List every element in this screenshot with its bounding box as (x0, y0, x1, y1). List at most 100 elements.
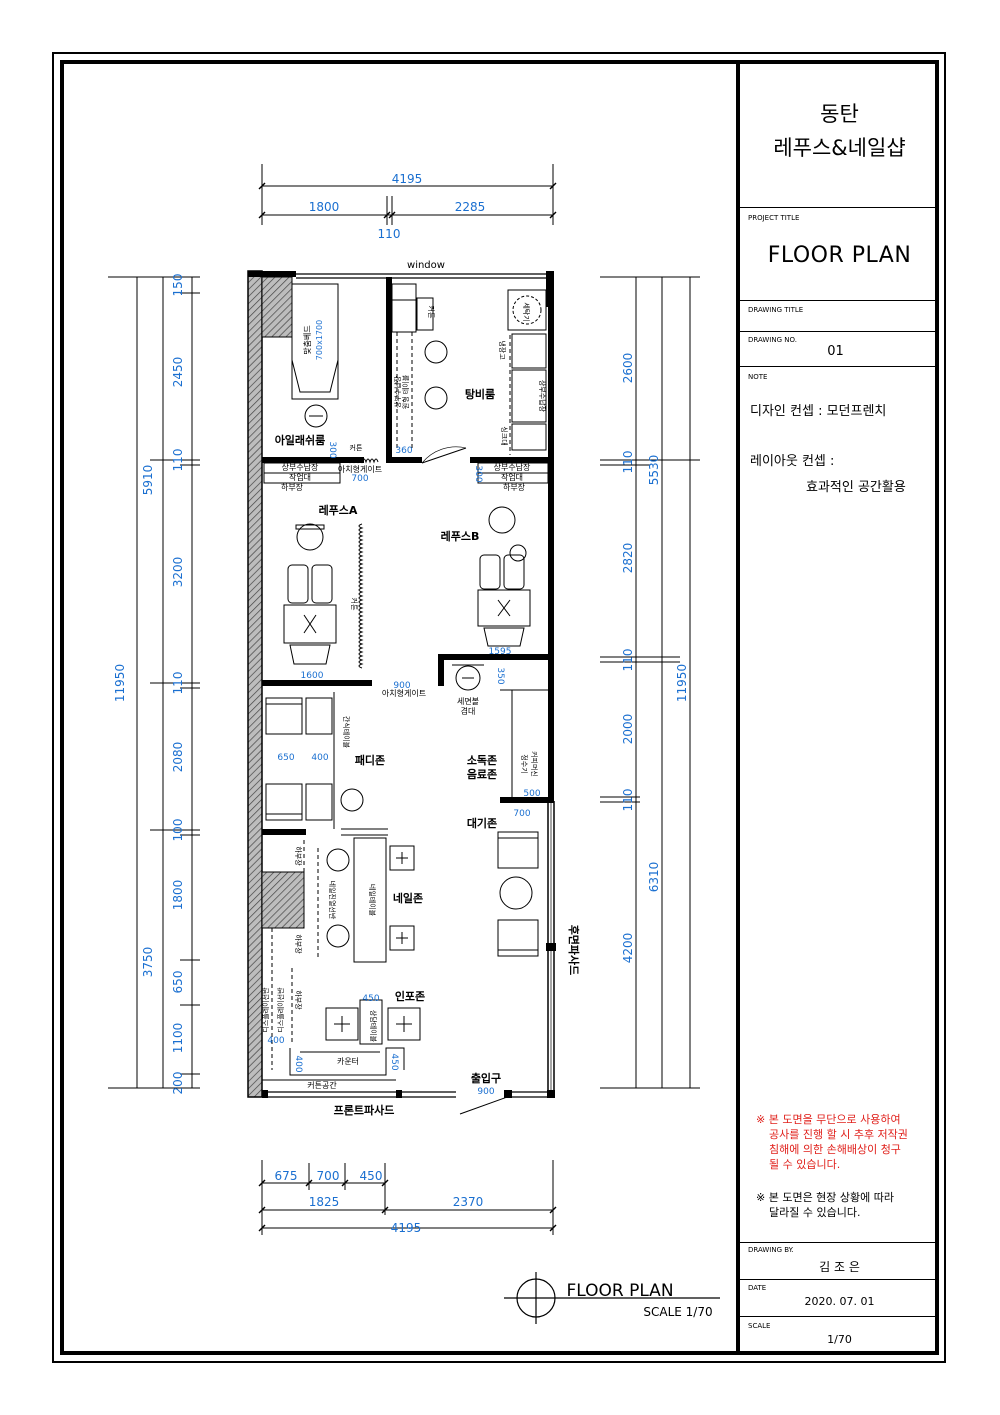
display-shelf-label: 디스플레이선반 (261, 987, 270, 1033)
note-cell: NOTE 디자인 컨셉 : 모던프렌치 레이아웃 컨셉 : 효과적인 공간활용 … (740, 366, 939, 1243)
dimension-ticks (258, 182, 557, 1232)
sink-label: 싱크대 (500, 426, 509, 445)
dim-inner: 450 (362, 994, 379, 1004)
date-cell: DATE 2020. 07. 01 (740, 1279, 939, 1317)
warning-line: ※ 본 도면을 무단으로 사용하여 (756, 1113, 901, 1126)
plan-caption (504, 1272, 720, 1324)
project-title: FLOOR PLAN (767, 243, 912, 268)
dim-inner: 1600 (301, 671, 324, 681)
basin-label: 세면볼 (457, 696, 479, 706)
dim-inner: 650 (277, 753, 294, 763)
nail-cabinet-label: 네일진열선반 (328, 881, 337, 920)
copyright-warning: ※ 본 도면을 무단으로 사용하여 공사를 진행 할 시 추후 저작권 침해에 … (756, 1112, 908, 1172)
dim-right-seg: 2820 (621, 543, 635, 574)
project-name-line2: 레푸스&네일샵 (773, 136, 906, 160)
upper-storage-label: 상부수납장 (393, 375, 402, 408)
dim-left-seg: 3200 (171, 557, 185, 588)
room-eyelash: 아일래쉬룸 (275, 433, 326, 447)
snack-table-label: 간식테이블 (342, 716, 351, 749)
dim-right-seg: 110 (621, 789, 635, 812)
dim-right-lower: 6310 (647, 862, 661, 893)
workbench-label: 작업대 (501, 472, 523, 482)
water-purifier-label: 정수기 (520, 754, 529, 773)
room-reps-b: 레푸스B (441, 529, 480, 543)
curtain-label: 커튼 (350, 598, 359, 611)
room-pedi: 패디존 (355, 753, 385, 767)
display-shelf-label: 디스플레이선반 (276, 987, 285, 1033)
dim-left-seg: 1100 (171, 1023, 185, 1054)
layout-concept-value: 효과적인 공간활용 (806, 480, 906, 495)
washer-label: 세탁기 (522, 302, 531, 321)
dim-bottom-right: 2370 (453, 1195, 484, 1209)
dim-right-upper: 5530 (647, 455, 661, 486)
dim-left-seg: 100 (171, 819, 185, 842)
mirror-label: 겸대 (461, 706, 476, 716)
dim-inner: 700 (351, 474, 368, 484)
front-facade-label: 프론트파사드 (334, 1103, 395, 1117)
project-name-line1: 동탄 (820, 102, 859, 126)
dim-inner: 900 (393, 681, 410, 691)
dim-left-total: 11950 (113, 664, 127, 702)
dim-inner: 700 (513, 809, 530, 819)
title-block: 동탄 레푸스&네일샵 PROJECT TITLE FLOOR PLAN DRAW… (736, 60, 939, 1355)
walls (247, 270, 556, 1115)
counter-label: 카운터 (337, 1057, 359, 1066)
dim-inner: 400 (267, 1036, 284, 1046)
dim-inner: 400 (293, 1055, 303, 1072)
dim-bottom-total: 4195 (391, 1221, 422, 1235)
warning-line: 공사를 진행 할 시 추후 저작권 (769, 1128, 908, 1141)
dim-inner: 500 (523, 789, 540, 799)
dim-left-upper: 5910 (141, 465, 155, 496)
dim-left-seg: 200 (171, 1072, 185, 1095)
upper-storage-label: 상부수납장 (538, 380, 547, 413)
project-title-cell: PROJECT TITLE FLOOR PLAN (740, 207, 939, 301)
coffee-machine-label: 커피머신 (530, 751, 539, 777)
warning-line: 침해에 의한 손해배상이 청구 (769, 1143, 901, 1156)
drawn-by-cell: DRAWING BY. 김 조 은 (740, 1242, 939, 1280)
curtain-label: 커튼 (427, 306, 436, 319)
workbench-label: 작업대 (289, 472, 311, 482)
design-concept: 디자인 컨셉 : 모던프렌치 (750, 404, 887, 419)
project-name-cell: 동탄 레푸스&네일샵 (740, 60, 939, 208)
lower-cabinet-label: 하부장 (281, 482, 304, 492)
scale-cell: SCALE 1/70 (740, 1316, 939, 1351)
dim-bottom-seg: 450 (360, 1169, 383, 1183)
scale: 1/70 (827, 1333, 852, 1346)
site-notice: ※ 본 도면은 현장 상황에 따라 달라질 수 있습니다. (756, 1190, 894, 1220)
dim-top-right: 2285 (455, 200, 486, 214)
room-pantry: 탕비룸 (465, 387, 495, 401)
dimension-lines (108, 164, 700, 1235)
date: 2020. 07. 01 (804, 1295, 875, 1308)
dim-left-seg: 1800 (171, 880, 185, 911)
sheet-border-outer (52, 52, 946, 1363)
upper-storage-label: 상부수납장 (282, 462, 319, 472)
lower-cabinet-label: 하부장 (294, 846, 303, 866)
bed-label: 맞춤베드 (302, 325, 312, 354)
room-nail: 네일존 (393, 891, 423, 905)
project-title-label: PROJECT TITLE (748, 214, 800, 222)
dim-bottom-left: 1825 (309, 1195, 340, 1209)
dim-left-seg: 2450 (171, 357, 185, 388)
sheet-border-inner (60, 60, 939, 1355)
dim-left-seg: 2080 (171, 742, 185, 773)
entrance-label: 출입구 (471, 1071, 501, 1085)
dim-left-seg: 110 (171, 672, 185, 695)
notice-line: 달라질 수 있습니다. (769, 1206, 861, 1219)
round-table-label: 원형 테이블 (401, 374, 410, 409)
dim-right-seg: 2600 (621, 353, 635, 384)
dim-inner: 400 (311, 753, 328, 763)
dim-inner: 1595 (489, 647, 512, 657)
dim-left-seg: 150 (171, 274, 185, 297)
furniture (262, 283, 549, 1081)
dim-top-wall: 110 (378, 227, 401, 241)
dim-right-seg: 110 (621, 649, 635, 672)
dim-right-seg: 110 (621, 451, 635, 474)
notice-line: ※ 본 도면은 현장 상황에 따라 (756, 1191, 895, 1204)
dim-left-seg: 650 (171, 971, 185, 994)
drawing-no-label: DRAWING NO. (748, 336, 797, 344)
dim-inner: 900 (477, 1087, 494, 1097)
dim-left-seg: 110 (171, 449, 185, 472)
dim-top-left: 1800 (309, 200, 340, 214)
dim-bottom-seg: 700 (317, 1169, 340, 1183)
